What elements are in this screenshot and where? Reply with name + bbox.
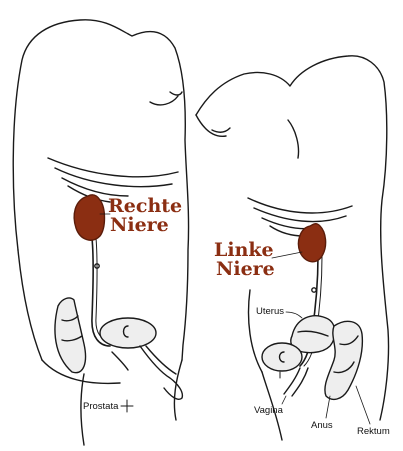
female-breast <box>196 115 226 136</box>
uterus-pointer <box>286 312 302 318</box>
female-breast-2 <box>212 128 230 132</box>
female-rib-1 <box>248 198 352 213</box>
female-rib-4 <box>270 226 304 236</box>
male-left-side <box>18 250 42 360</box>
rechte-niere-label-line2: Niere <box>110 215 169 235</box>
prostata-label: Prostata <box>83 401 118 412</box>
male-body-outline <box>13 20 188 360</box>
female-left-side <box>249 290 263 372</box>
female-bladder <box>262 343 302 371</box>
left-kidney-pointer <box>272 252 302 258</box>
male-rectum <box>55 298 86 373</box>
rektum-pointer <box>356 386 370 424</box>
male-urethra <box>140 346 182 399</box>
vagina-label: Vagina <box>254 405 283 416</box>
uterus-label: Uterus <box>256 306 284 317</box>
anus-pointer <box>326 396 330 418</box>
female-rib-2 <box>254 208 346 222</box>
male-chest <box>150 96 178 105</box>
left-kidney <box>298 224 325 262</box>
vagina-canal <box>284 368 308 396</box>
rektum-label: Rektum <box>357 426 390 437</box>
anus-label: Anus <box>311 420 333 431</box>
male-rib-3 <box>62 178 128 196</box>
female-ureter-marker <box>312 288 316 292</box>
male-nipple <box>170 92 182 95</box>
male-prostata-cross <box>121 400 133 412</box>
right-kidney <box>74 195 104 240</box>
linke-niere-label-line1: Linke <box>214 240 274 260</box>
vagina-pointer <box>282 396 286 404</box>
linke-niere-label-line2: Niere <box>216 259 275 279</box>
female-shoulder <box>288 120 299 158</box>
uterus <box>291 316 335 353</box>
rechte-niere-label-line1: Rechte <box>108 196 182 216</box>
male-label-line <box>112 352 128 370</box>
male-bladder <box>100 318 156 348</box>
